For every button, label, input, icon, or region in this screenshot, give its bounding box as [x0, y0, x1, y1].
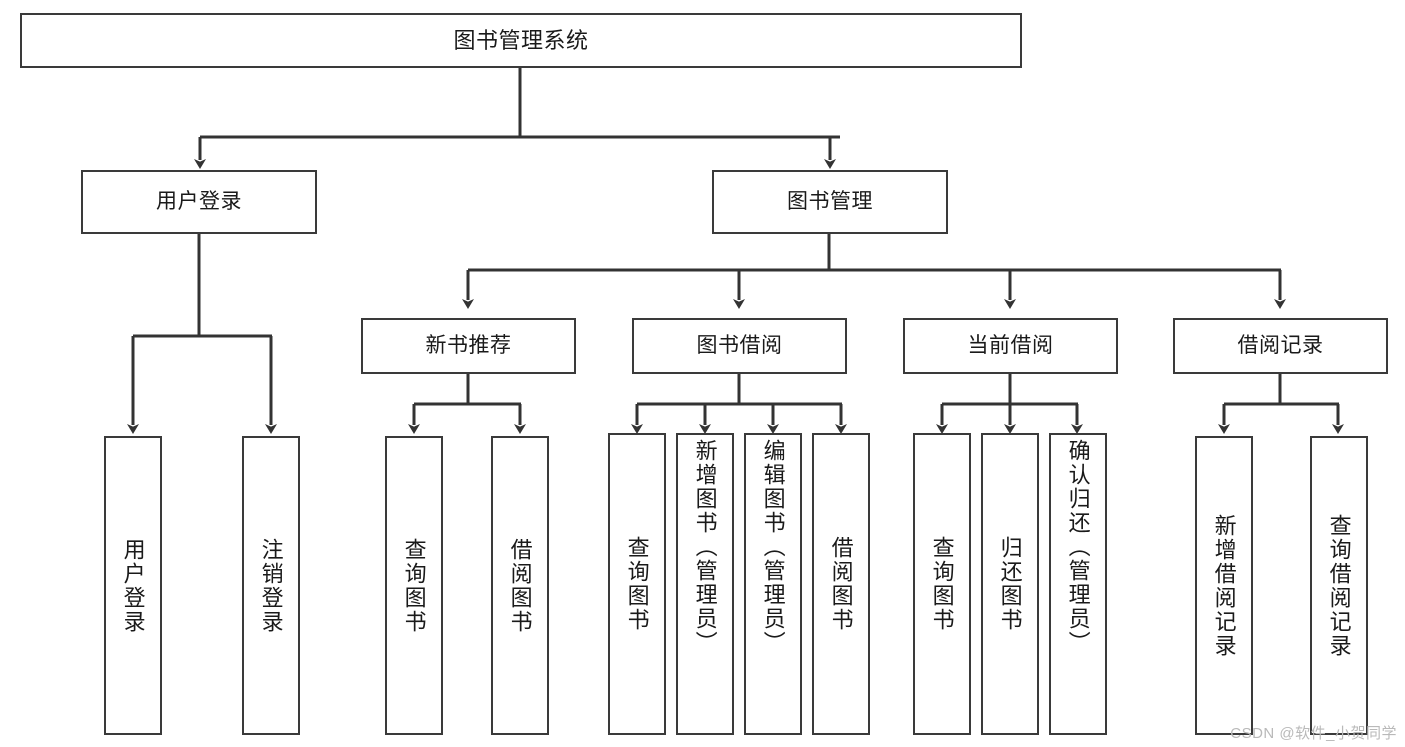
- leaf-current-return-book[interactable]: 归还图书: [981, 433, 1039, 735]
- leaf-borrow-borrow-book[interactable]: 借阅图书: [812, 433, 870, 735]
- node-label: 借阅图书: [507, 537, 533, 634]
- leaf-current-confirm-return-admin[interactable]: 确认归还（管理员）: [1049, 433, 1107, 735]
- node-current-borrow[interactable]: 当前借阅: [903, 318, 1118, 374]
- leaf-user-login-logout[interactable]: 注销登录: [242, 436, 300, 735]
- node-label: 图书管理: [787, 189, 873, 213]
- leaf-borrow-query-book[interactable]: 查询图书: [608, 433, 666, 735]
- node-label: 用户登录: [120, 537, 146, 634]
- leaf-borrow-edit-book-admin[interactable]: 编辑图书（管理员）: [744, 433, 802, 735]
- node-book-management[interactable]: 图书管理: [712, 170, 948, 234]
- node-label: 用户登录: [156, 189, 242, 213]
- leaf-borrow-add-book-admin[interactable]: 新增图书（管理员）: [676, 433, 734, 735]
- node-label: 借阅图书: [828, 536, 854, 632]
- node-label: 图书管理系统: [453, 27, 589, 53]
- node-label: 查询图书: [624, 536, 650, 632]
- node-book-borrow[interactable]: 图书借阅: [632, 318, 847, 374]
- node-label: 借阅记录: [1237, 333, 1324, 357]
- node-borrow-record[interactable]: 借阅记录: [1173, 318, 1388, 374]
- node-label: 新书推荐: [425, 333, 512, 357]
- leaf-recommend-query-book[interactable]: 查询图书: [385, 436, 443, 735]
- node-label: 编辑图书（管理员）: [760, 439, 786, 655]
- node-new-book-recommend[interactable]: 新书推荐: [361, 318, 576, 374]
- node-label: 当前借阅: [967, 333, 1054, 357]
- node-label: 归还图书: [997, 536, 1023, 632]
- leaf-current-query-book[interactable]: 查询图书: [913, 433, 971, 735]
- node-label: 查询借阅记录: [1326, 513, 1352, 658]
- node-label: 确认归还（管理员）: [1065, 439, 1091, 655]
- leaf-record-add-record[interactable]: 新增借阅记录: [1195, 436, 1253, 735]
- node-label: 新增借阅记录: [1211, 513, 1237, 658]
- node-root-system[interactable]: 图书管理系统: [20, 13, 1022, 68]
- node-label: 查询图书: [401, 537, 427, 634]
- node-label: 图书借阅: [696, 333, 783, 357]
- node-label: 注销登录: [258, 537, 284, 634]
- leaf-recommend-borrow-book[interactable]: 借阅图书: [491, 436, 549, 735]
- node-label: 新增图书（管理员）: [692, 439, 718, 655]
- leaf-record-query-record[interactable]: 查询借阅记录: [1310, 436, 1368, 735]
- node-label: 查询图书: [929, 536, 955, 632]
- leaf-user-login-login[interactable]: 用户登录: [104, 436, 162, 735]
- csdn-watermark: CSDN @软件_小贺同学: [1230, 725, 1397, 742]
- node-user-login[interactable]: 用户登录: [81, 170, 317, 234]
